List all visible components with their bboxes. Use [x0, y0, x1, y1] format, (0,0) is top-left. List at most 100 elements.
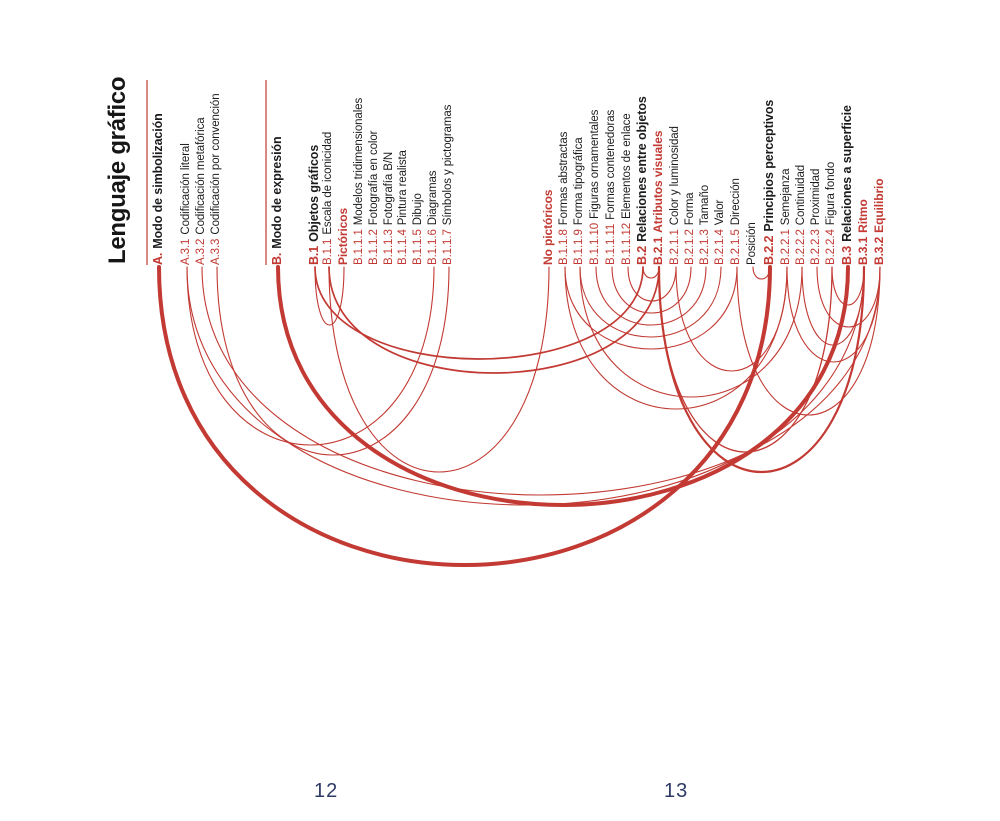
node-text: Valor — [714, 199, 726, 226]
node-text: Principios perceptivos — [762, 99, 776, 232]
node-text: Equilibrio — [872, 178, 886, 233]
page-title: Lenguaje gráfico — [104, 76, 131, 264]
node-number: B.1.1.3 — [383, 229, 395, 265]
node-text: Tamaño — [699, 184, 711, 226]
node-number: B.1.1.6 — [427, 229, 439, 265]
node-number: A.3.3 — [210, 238, 222, 265]
node-number: A.3.1 — [180, 238, 192, 265]
node-number: B.2.1.4 — [714, 229, 726, 265]
arc-B.1.1.11-B.2.1.2 — [611, 266, 692, 314]
node-text: Escala de iconicidad — [322, 131, 334, 235]
node-text: Objetos gráficos — [307, 144, 321, 242]
node-text: Color y luminosidad — [669, 126, 681, 226]
node-text: Pintura realista — [397, 150, 409, 226]
node-label-B.1.1.5: B.1.1.5Dibujo — [412, 193, 425, 265]
node-label-B.2: B.2 Relaciones entre objetos — [635, 96, 649, 265]
node-label-B.3.1: B.3.1Ritmo — [856, 199, 870, 265]
arc-B.1.1.8-B.2.1.5 — [564, 266, 738, 350]
arc-B.2.2.4-B.3.1 — [831, 266, 865, 306]
node-label-B.1.1.11: B.1.1.11Formas contenedoras — [605, 110, 618, 265]
node-text: Codificación literal — [180, 143, 192, 235]
node-number: B.2.1.2 — [684, 229, 696, 265]
node-number: B.1.1.12 — [621, 222, 633, 265]
node-label-B.1.1.3: B.1.1.3Fotografía B/N — [383, 152, 396, 265]
node-number: B.3.2 — [872, 236, 886, 265]
arc-A.3.1-B.1.1.6 — [186, 266, 435, 446]
node-number: B.2 — [635, 245, 649, 265]
arc-Pos-B.2.2 — [752, 266, 771, 280]
arc-B.2.1.1-B.2.2.1 — [675, 266, 788, 372]
arc-A-B.2.2 — [157, 265, 772, 567]
arc-A.3.2-B.3.2 — [201, 266, 881, 496]
node-number: B.2.2.2 — [795, 229, 807, 265]
node-label-B.1.1.8: B.1.1.8 Formas abstractas — [558, 132, 571, 265]
arc-B.1.1-B.2.1 — [328, 266, 660, 374]
node-label-B.2.2.4: B.2.2.4Figura fondo — [825, 162, 838, 265]
node-number: A.3.2 — [195, 238, 207, 265]
node-label-B.1.1.10: B.1.1.10 Figuras ornamentales — [589, 110, 602, 265]
node-number: B. — [270, 252, 284, 265]
node-text: Dirección — [730, 178, 742, 226]
node-text: Proximidad — [810, 168, 822, 226]
arc-B.1-B.2 — [314, 266, 644, 360]
node-number: B.1.1.2 — [368, 229, 380, 265]
node-number: B.2.2.1 — [780, 229, 792, 265]
node-label-B.2.1.1: B.2.1.1Color y luminosidad — [669, 126, 682, 265]
node-label-B.1.1: B.1.1 Escala de iconicidad — [322, 132, 335, 265]
node-number: B.2.2.3 — [810, 229, 822, 265]
node-text: Modo de expresión — [270, 136, 284, 249]
node-number: A. — [151, 252, 165, 265]
node-text: Formas abstractas — [558, 131, 570, 226]
node-label-A.3.3: A.3.3Codificación por convención — [210, 94, 223, 266]
node-number: B.2.1.5 — [730, 229, 742, 265]
arc-B.2.2.3-B.3.2 — [816, 266, 881, 328]
node-label-B.2.1.5: B.2.1.5 Dirección — [730, 178, 743, 265]
node-label-B.1.1.7: B.1.1.7 Símbolos y pictogramas — [442, 105, 455, 265]
arc-B-B.3 — [276, 265, 850, 507]
arc-B.2.2.2-B.3.1 — [801, 266, 865, 346]
node-number: B.1.1.7 — [442, 229, 454, 265]
arc-B.1-Pict — [314, 266, 345, 326]
arc-B.1.1-NoPict — [328, 266, 550, 473]
node-label-B.2.2.2: B.2.2.2 Continuidad — [795, 165, 808, 265]
node-text: Relaciones entre objetos — [635, 96, 649, 242]
node-label-B.1: B.1 Objetos gráficos — [307, 144, 321, 265]
node-number: B.1.1.10 — [589, 222, 601, 265]
page-number-left: 12 — [314, 780, 339, 802]
node-number: B.3.1 — [856, 236, 870, 265]
node-text: Forma tipográfica — [573, 137, 585, 226]
node-text: Pictóricos — [336, 207, 350, 265]
node-text: Figura fondo — [825, 161, 837, 226]
node-number: B.2.2 — [762, 235, 776, 265]
node-text: Modelos tridimensionales — [353, 97, 365, 226]
node-number: B.1 — [307, 245, 321, 265]
node-label-B.1.1.12: B.1.1.12Elementos de enlace — [621, 113, 634, 265]
node-text: Fotografía en color — [368, 130, 380, 226]
arc-B.1.1.10-B.2.1.3 — [595, 266, 707, 326]
node-label-Pos: Posición — [746, 222, 759, 265]
node-number: B.2.1.3 — [699, 229, 711, 265]
node-text: No pictóricos — [541, 189, 555, 265]
node-text: Símbolos y pictogramas — [442, 104, 454, 226]
node-text: Figuras ornamentales — [589, 109, 601, 219]
node-text: Posición — [746, 222, 758, 265]
node-text: Atributos visuales — [651, 130, 665, 233]
node-label-A: A.Modo de simbolización — [151, 113, 165, 265]
node-number: B.2.1 — [651, 236, 665, 265]
node-number: B.1.1.8 — [558, 229, 570, 265]
node-label-B.2.1.2: B.2.1.2 Forma — [684, 193, 697, 265]
arc-A.3.1-B.3.1 — [186, 266, 865, 506]
node-label-B.3: B.3Relaciones a superficie — [840, 105, 854, 265]
node-text: Continuidad — [795, 164, 807, 226]
node-number: B.1.1.11 — [605, 223, 617, 265]
node-label-B.2.2: B.2.2 Principios perceptivos — [762, 99, 776, 265]
node-label-B.1.1.9: B.1.1.9Forma tipográfica — [573, 137, 586, 265]
node-text: Forma — [684, 192, 696, 226]
node-label-B: B. Modo de expresión — [270, 136, 284, 265]
node-label-A.3.2: A.3.2Codificación metafórica — [195, 117, 208, 265]
node-number: B.3 — [840, 245, 854, 265]
arc-B.1.1.9-B.2.2.2 — [579, 266, 803, 398]
node-number: B.1.1 — [322, 238, 334, 265]
node-label-Pict: Pictóricos — [336, 207, 350, 265]
